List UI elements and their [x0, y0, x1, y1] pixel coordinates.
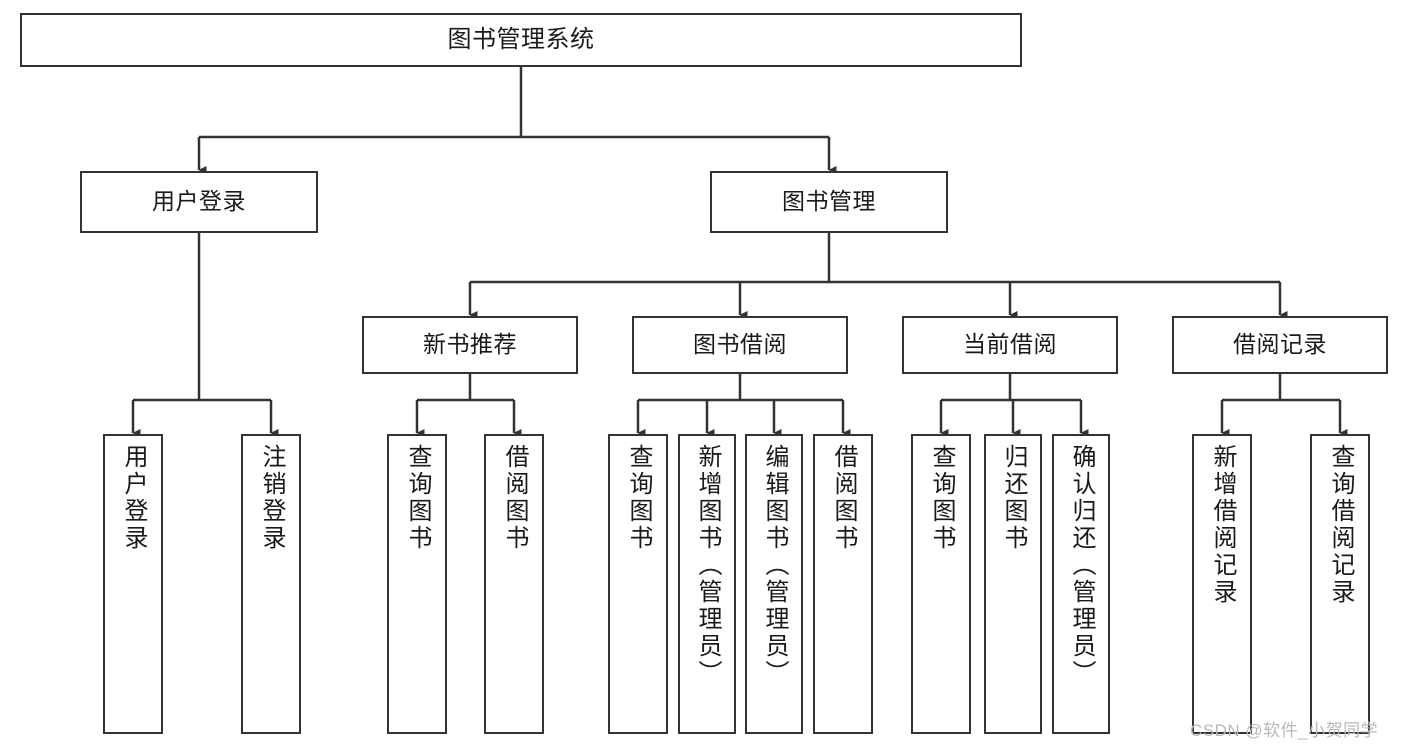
node-leaf-query-book-borrow-label: 查询图书	[625, 444, 652, 552]
node-leaf-logout-label: 注销登录	[258, 444, 285, 552]
node-root-label: 图书管理系统	[447, 25, 595, 53]
node-leaf-user-login[interactable]: 用户登录	[103, 434, 163, 734]
node-user-login-label: 用户登录	[152, 188, 246, 215]
node-root[interactable]: 图书管理系统	[20, 13, 1022, 67]
node-leaf-return-book-label: 归还图书	[1000, 444, 1027, 552]
node-book-borrow[interactable]: 图书借阅	[632, 316, 848, 374]
node-current-borrow-label: 当前借阅	[963, 331, 1057, 358]
node-book-borrow-label: 图书借阅	[693, 331, 787, 358]
node-new-book-rec[interactable]: 新书推荐	[362, 316, 578, 374]
node-new-book-rec-label: 新书推荐	[423, 331, 517, 358]
node-leaf-add-book[interactable]: 新增图书（管理员）	[678, 434, 736, 734]
node-leaf-edit-book-label: 编辑图书（管理员）	[761, 444, 788, 687]
node-leaf-logout[interactable]: 注销登录	[241, 434, 301, 734]
node-leaf-query-record-label: 查询借阅记录	[1327, 444, 1354, 606]
node-leaf-borrow-book-label: 借阅图书	[830, 444, 857, 552]
node-leaf-query-book-cur-label: 查询图书	[928, 444, 955, 552]
watermark-text: CSDN @软件_小贺同学	[1190, 721, 1379, 740]
node-current-borrow[interactable]: 当前借阅	[902, 316, 1118, 374]
node-leaf-borrow-book-rec[interactable]: 借阅图书	[484, 434, 544, 734]
node-book-manage[interactable]: 图书管理	[710, 171, 948, 233]
node-borrow-record-label: 借阅记录	[1233, 331, 1327, 358]
node-leaf-confirm-return-label: 确认归还（管理员）	[1068, 444, 1095, 687]
node-leaf-add-record-label: 新增借阅记录	[1209, 444, 1236, 606]
node-leaf-query-book-rec-label: 查询图书	[404, 444, 431, 552]
node-leaf-edit-book[interactable]: 编辑图书（管理员）	[745, 434, 803, 734]
node-leaf-confirm-return[interactable]: 确认归还（管理员）	[1052, 434, 1110, 734]
node-borrow-record[interactable]: 借阅记录	[1172, 316, 1388, 374]
node-user-login[interactable]: 用户登录	[80, 171, 318, 233]
node-leaf-query-book-cur[interactable]: 查询图书	[911, 434, 971, 734]
node-leaf-add-record[interactable]: 新增借阅记录	[1192, 434, 1252, 734]
node-book-manage-label: 图书管理	[782, 188, 876, 215]
node-leaf-return-book[interactable]: 归还图书	[984, 434, 1042, 734]
node-leaf-query-book-rec[interactable]: 查询图书	[387, 434, 447, 734]
node-leaf-query-record[interactable]: 查询借阅记录	[1310, 434, 1370, 734]
node-leaf-user-login-label: 用户登录	[120, 444, 147, 552]
node-leaf-add-book-label: 新增图书（管理员）	[694, 444, 721, 687]
node-leaf-borrow-book[interactable]: 借阅图书	[813, 434, 873, 734]
node-leaf-query-book-borrow[interactable]: 查询图书	[608, 434, 668, 734]
node-leaf-borrow-book-rec-label: 借阅图书	[501, 444, 528, 552]
